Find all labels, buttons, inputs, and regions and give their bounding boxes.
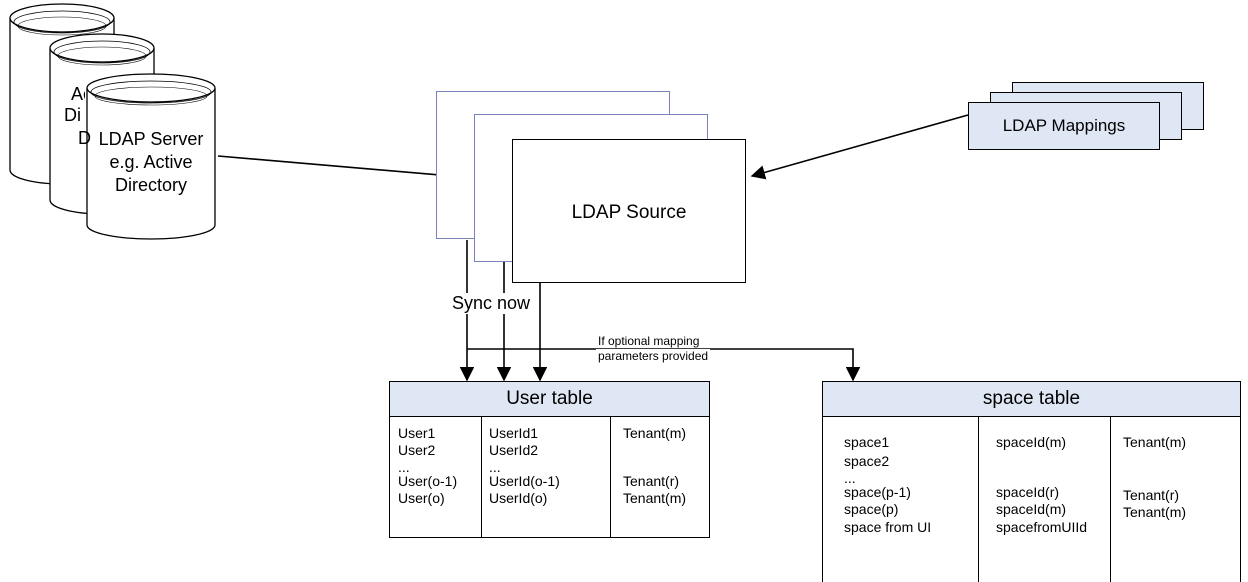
table-cell: UserId2 <box>489 442 539 458</box>
sync-now-label: Sync now <box>450 293 533 314</box>
ldap-mappings-box: LDAP Mappings <box>968 102 1160 150</box>
table-cell: Tenant(m) <box>623 425 687 441</box>
table-cell: space(p-1) <box>844 484 911 500</box>
table-cell: space1 <box>844 434 890 450</box>
server-back2-label-1: Ac <box>71 84 85 104</box>
ldap-mappings-label: LDAP Mappings <box>1002 116 1126 135</box>
table-cell: spaceId(r) <box>996 484 1060 500</box>
optional-mapping-arrow <box>467 348 861 382</box>
space-table-col-tenant: Tenant(m) Tenant(r) Tenant(m) <box>1111 417 1240 582</box>
ldap-server-label-2: e.g. Active <box>109 152 193 172</box>
ldap-source-box: LDAP Source <box>512 139 746 283</box>
server-cylinder-front <box>86 73 216 240</box>
table-cell: Tenant(r) <box>1123 487 1180 503</box>
table-cell: space from UI <box>844 519 932 535</box>
user-table-col-user: User1 User2 ... User(o-1) User(o) <box>390 417 482 537</box>
table-cell: Tenant(m) <box>1123 434 1187 450</box>
table-cell: ... <box>398 459 410 475</box>
server-back1-label: D <box>78 128 91 148</box>
user-table-col-tenant: Tenant(m) Tenant(r) Tenant(m) <box>611 417 709 537</box>
mappings-to-source-arrow <box>750 114 969 180</box>
space-table-title: space table <box>823 382 1240 417</box>
user-table-title: User table <box>390 382 709 417</box>
user-table-col-userid: UserId1 UserId2 ... UserId(o-1) UserId(o… <box>482 417 611 537</box>
table-cell: User(o-1) <box>398 473 458 489</box>
space-table-col-space: space1 space2 ... space(p-1) space(p) sp… <box>823 417 979 582</box>
table-cell: User(o) <box>398 490 445 506</box>
table-cell: User2 <box>398 442 436 458</box>
ldap-source-label: LDAP Source <box>571 202 687 223</box>
user-table: User table User1 User2 ... User(o-1) Use… <box>389 381 710 538</box>
table-cell: User1 <box>398 425 436 441</box>
table-cell: space2 <box>844 453 890 469</box>
optional-mapping-label-1: If optional mapping <box>596 334 702 348</box>
server-back2-label-2: Di <box>64 105 81 125</box>
table-cell: UserId1 <box>489 425 539 441</box>
space-table: space table space1 space2 ... space(p-1)… <box>822 381 1241 582</box>
ldap-server-icon <box>9 3 216 240</box>
table-cell: UserId(o-1) <box>489 473 560 489</box>
table-cell: spaceId(m) <box>996 434 1067 450</box>
table-cell: ... <box>844 470 856 486</box>
table-cell: spacefromUIId <box>996 519 1088 535</box>
ldap-server-label-3: Directory <box>114 175 187 195</box>
table-cell: Tenant(m) <box>623 490 687 506</box>
table-cell: spaceId(m) <box>996 501 1067 517</box>
table-cell: UserId(o) <box>489 490 548 506</box>
table-cell: Tenant(r) <box>623 473 680 489</box>
table-cell: Tenant(m) <box>1123 504 1187 520</box>
optional-mapping-label-2: parameters provided <box>596 349 711 363</box>
table-cell: space(p) <box>844 501 899 517</box>
ldap-server-label-1: LDAP Server <box>98 129 204 149</box>
space-table-col-spaceid: spaceId(m) spaceId(r) spaceId(m) spacefr… <box>979 417 1111 582</box>
table-cell: ... <box>489 459 501 475</box>
